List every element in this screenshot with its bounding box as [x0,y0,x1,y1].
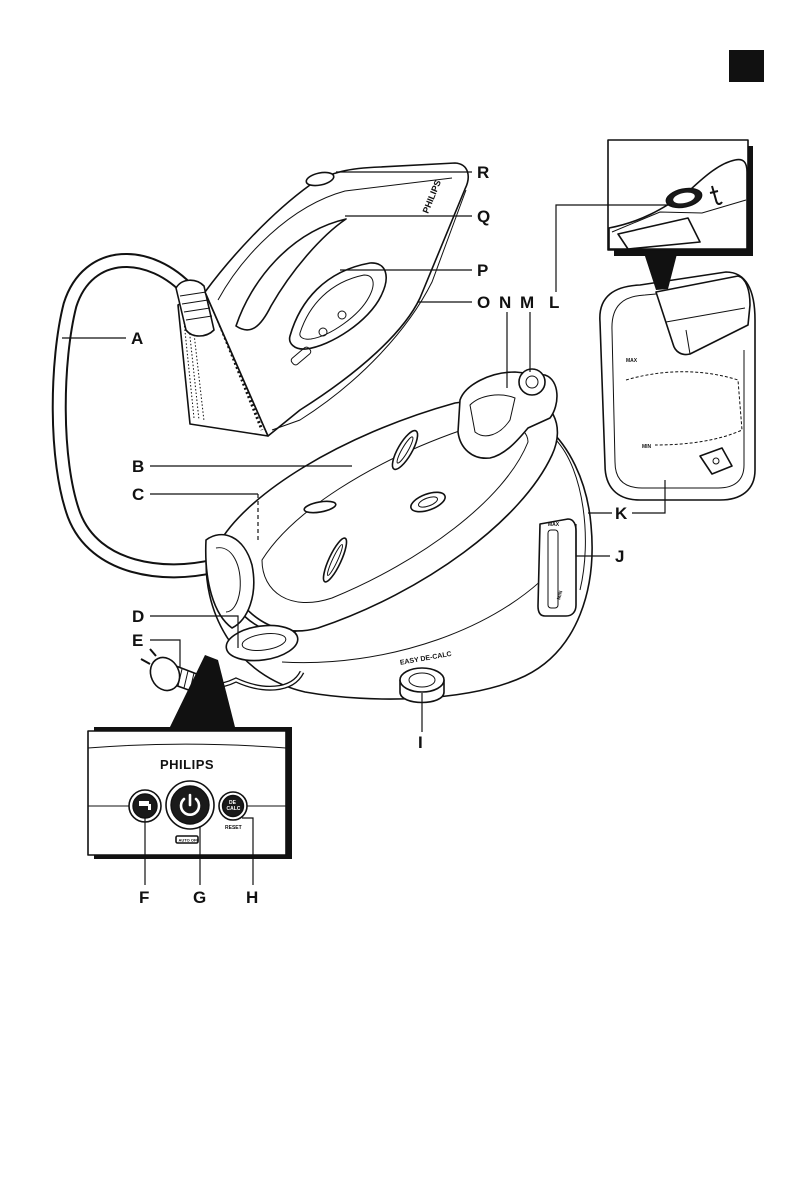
callout-label-p: P [477,261,488,280]
decalc-button-line2: CALC [227,806,241,812]
callout-label-j: J [615,547,624,566]
tank-max-mark: MAX [626,358,638,364]
decalc-reset-button: DE CALC [219,792,247,820]
window-max-mark: MAX [548,522,560,528]
callout-label-r: R [477,163,489,182]
callout-label-e: E [132,631,143,650]
mains-plug [145,653,185,696]
reset-label: RESET [225,825,242,831]
callout-label-c: C [132,485,144,504]
callout-label-b: B [132,457,144,476]
callout-label-k: K [615,504,628,523]
callout-label-m: M [520,293,534,312]
steam-button [129,790,161,822]
decalc-knob-top [400,668,444,692]
iron-rest-lock-button [519,369,545,395]
water-tank: MAX MIN [600,272,755,500]
iron-tip-detail-inset [608,140,753,290]
callout-label-q: Q [477,207,490,226]
callout-label-h: H [246,888,258,907]
auto-off-label: AUTO OFF [179,837,200,842]
callout-label-g: G [193,888,206,907]
steam-iron: PHILIPS [176,163,468,436]
page-tab-marker [729,50,764,82]
callout-label-o: O [477,293,490,312]
panel-brand: PHILIPS [160,757,214,772]
callout-label-i: I [418,733,423,752]
power-button [166,781,214,829]
callout-label-f: F [139,888,149,907]
callout-label-l: L [549,293,559,312]
water-level-window [538,519,576,616]
callout-label-n: N [499,293,511,312]
callout-label-a: A [131,329,143,348]
tank-min-mark: MIN [642,444,652,450]
callout-label-d: D [132,607,144,626]
